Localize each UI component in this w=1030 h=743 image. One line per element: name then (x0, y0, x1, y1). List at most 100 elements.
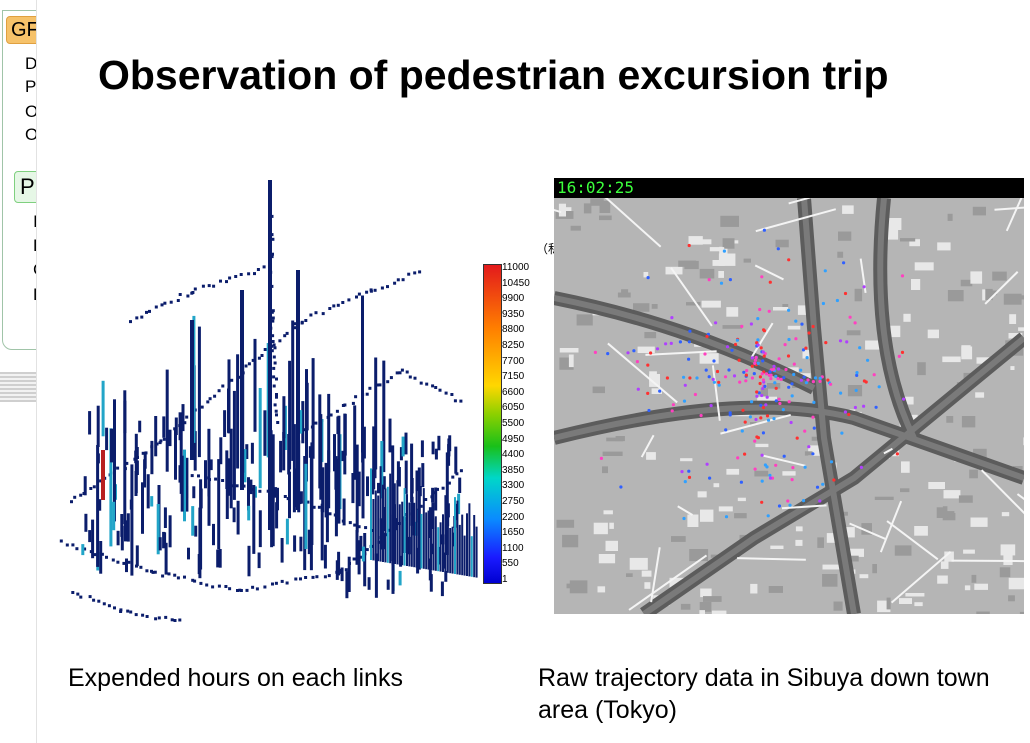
trajectory-point (766, 418, 771, 422)
trajectory-point (714, 321, 718, 325)
map-block (861, 523, 872, 535)
map-block (961, 416, 976, 428)
link-hour-bar (307, 529, 311, 555)
trajectory-point (632, 349, 636, 353)
ground-link-dot (328, 512, 332, 516)
trajectory-point (736, 456, 740, 460)
map-block (974, 583, 988, 590)
trajectory-point (703, 352, 707, 356)
ground-link-dot (408, 375, 412, 379)
trajectory-point (647, 408, 651, 413)
map-block (760, 388, 768, 397)
trajectory-point (670, 409, 674, 413)
trajectory-point (646, 276, 650, 280)
map-block (927, 329, 939, 339)
trajectory-point (717, 380, 721, 384)
link-hour-bar (247, 477, 250, 511)
trajectory-point (750, 364, 754, 368)
link-hour-bar (154, 416, 158, 457)
ground-link-dot (236, 589, 239, 592)
link-hour-bar (258, 510, 262, 548)
ground-link-dot (213, 394, 217, 398)
colorbar-tick-label: 9350 (502, 308, 525, 320)
map-block (914, 262, 934, 271)
map-block (671, 536, 686, 542)
trajectory-point (792, 362, 796, 366)
map-block (826, 533, 839, 543)
trajectory-point (772, 364, 776, 368)
map-block (1008, 333, 1023, 339)
ground-link-dot (335, 409, 339, 413)
map-block (605, 540, 618, 551)
map-block (976, 357, 991, 364)
map-block (700, 588, 712, 598)
map-block (737, 497, 746, 502)
link-hour-bar (410, 480, 413, 567)
trajectory-point (683, 383, 687, 387)
ground-link-dot (205, 583, 209, 587)
ground-link-dot (162, 437, 166, 441)
trajectory-point (826, 378, 830, 382)
ground-link-dot (357, 292, 361, 296)
map-block (1008, 577, 1024, 590)
trajectory-point (840, 431, 844, 435)
link-hour-bar (288, 360, 292, 470)
link-hour-bar (275, 502, 279, 529)
trajectory-point (744, 379, 748, 383)
link-hour-bar (83, 476, 87, 496)
link-hour-bar (134, 471, 138, 496)
map-block (817, 537, 824, 548)
link-hour-bar (257, 552, 261, 569)
link-hour-bar (361, 295, 364, 453)
map-block (722, 238, 735, 249)
map-road-inner (877, 197, 917, 440)
link-hour-bar (96, 445, 100, 567)
trajectory-point (768, 476, 773, 480)
link-hour-bar (252, 485, 256, 554)
map-block (833, 601, 843, 611)
trajectory-point (670, 316, 674, 320)
link-hour-bar (372, 426, 376, 490)
ground-link-dot (263, 348, 267, 351)
trajectory-point (829, 382, 833, 386)
trajectory-point (722, 249, 726, 253)
ground-link-dot (271, 252, 274, 256)
map-block (644, 332, 657, 339)
colorbar-tick-label: 4950 (502, 433, 525, 445)
trajectory-point (636, 387, 640, 391)
map-block (592, 386, 605, 394)
trajectory-point (768, 280, 772, 284)
ground-link-dot (255, 587, 259, 591)
map-block (609, 522, 614, 529)
trajectory-point (787, 308, 791, 312)
ground-link-dot (275, 377, 278, 381)
map-block (911, 279, 921, 290)
link-hour-bar (392, 483, 396, 505)
map-block (1019, 611, 1024, 614)
ground-link-dot (413, 271, 417, 275)
link-hour-bar (99, 541, 103, 574)
trajectory-point (803, 429, 807, 433)
link-hour-bar (125, 558, 128, 573)
ground-link-dot (271, 582, 274, 586)
trajectory-point (839, 391, 843, 395)
ground-link-dot (193, 579, 197, 583)
ground-link-dot (364, 526, 368, 530)
ground-link-dot (357, 525, 361, 529)
ground-link-dot (228, 276, 232, 280)
trajectory-point (756, 317, 760, 321)
ground-link-dot (407, 272, 411, 276)
ground-link-dot (332, 304, 336, 308)
ground-link-dot (306, 500, 310, 504)
ground-link-dot (272, 343, 276, 347)
link-hour-bar (279, 440, 283, 473)
trajectory-point (862, 285, 866, 289)
ground-link-dot (271, 316, 275, 320)
trajectory-point (712, 380, 716, 384)
trajectory-point (872, 373, 876, 377)
ground-link-dot (275, 393, 278, 396)
colorbar-tick-label: 550 (502, 558, 519, 570)
link-hour-bar (382, 484, 384, 562)
ground-link-dot (116, 560, 120, 564)
link-hour-bar (253, 338, 257, 432)
